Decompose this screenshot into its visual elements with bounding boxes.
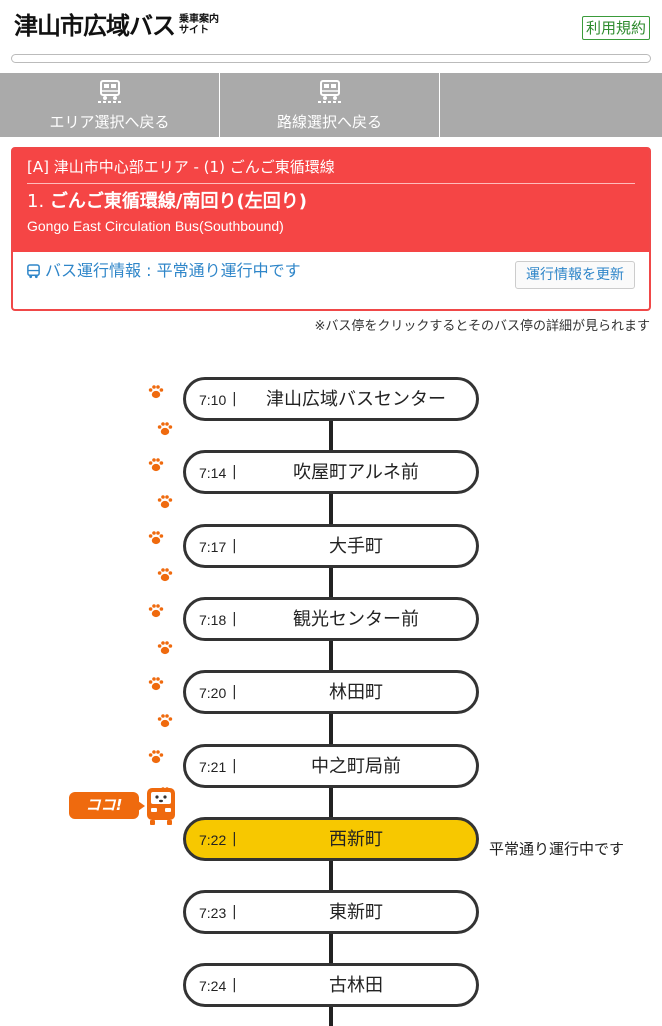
- nav-label: 路線選択へ戻る: [276, 113, 382, 131]
- nav-label: エリア選択へ戻る: [49, 113, 170, 131]
- logo-title: 津山市広域バス: [14, 12, 176, 40]
- route-info-card: [A] 津山市中心部エリア - (1) ごんご東循環線 1. ごんご東循環線/南…: [11, 147, 651, 311]
- current-location-marker: ココ!: [69, 792, 145, 819]
- bus-icon: [97, 80, 122, 103]
- bus-stop-button[interactable]: 7:24 | 古林田: [183, 963, 479, 1007]
- paw-print-icon: [156, 566, 174, 584]
- separator: |: [232, 758, 237, 774]
- stop-name: 林田町: [329, 682, 383, 703]
- nav-empty-slot: [440, 73, 662, 137]
- stop-time: 7:24: [199, 978, 227, 994]
- stop-time: 7:10: [199, 392, 227, 408]
- separator: |: [232, 831, 237, 847]
- paw-print-icon: [156, 712, 174, 730]
- stop-time: 7:23: [199, 905, 227, 921]
- click-hint: ※バス停をクリックするとそのバス停の詳細が見られます: [314, 319, 650, 334]
- separator: |: [232, 391, 237, 407]
- stop-name: 東新町: [329, 902, 383, 923]
- paw-print-icon: [156, 420, 174, 438]
- stop-time: 7:14: [199, 465, 227, 481]
- stop-time: 7:17: [199, 539, 227, 555]
- paw-print-icon: [147, 383, 165, 401]
- separator: |: [232, 904, 237, 920]
- stop-name: 津山広域バスセンター: [266, 389, 446, 410]
- route-header: [A] 津山市中心部エリア - (1) ごんご東循環線 1. ごんご東循環線/南…: [13, 149, 649, 252]
- route-number: 1.: [27, 191, 45, 212]
- logo-subtitle-line-1: 乗車案内: [179, 14, 219, 25]
- stop-name: 吹屋町アルネ前: [293, 462, 419, 483]
- bus-mascot-icon: [147, 788, 175, 825]
- bus-stop-button[interactable]: 7:20 | 林田町: [183, 670, 479, 714]
- logo-subtitle-line-2: サイト: [179, 25, 209, 36]
- bus-stop-button[interactable]: 7:14 | 吹屋町アルネ前: [183, 450, 479, 494]
- paw-print-icon: [147, 529, 165, 547]
- route-line: [329, 418, 333, 1026]
- stop-time: 7:20: [199, 685, 227, 701]
- logo-subtitle: 乗車案内 サイト: [179, 14, 219, 36]
- bus-stop-button[interactable]: 7:23 | 東新町: [183, 890, 479, 934]
- bus-status-icon: [27, 263, 40, 278]
- separator: |: [232, 684, 237, 700]
- header: 津山市広域バス 乗車案内 サイト 利用規約: [0, 0, 662, 56]
- refresh-status-button[interactable]: 運行情報を更新: [515, 261, 635, 289]
- bus-stop-button[interactable]: 7:22 | 西新町: [183, 817, 479, 861]
- separator: |: [232, 464, 237, 480]
- paw-print-icon: [156, 639, 174, 657]
- terms-button[interactable]: 利用規約: [581, 16, 650, 40]
- stop-time: 7:21: [199, 759, 227, 775]
- nav-back-to-area[interactable]: エリア選択へ戻る: [0, 73, 220, 137]
- bus-stop-button[interactable]: 7:10 | 津山広域バスセンター: [183, 377, 479, 421]
- route-name-english: Gongo East Circulation Bus(Southbound): [27, 218, 284, 234]
- stop-name: 中之町局前: [311, 756, 401, 777]
- separator: |: [232, 538, 237, 554]
- paw-print-icon: [147, 456, 165, 474]
- search-bar[interactable]: [11, 54, 651, 63]
- paw-print-icon: [147, 602, 165, 620]
- area-title: [A] 津山市中心部エリア - (1) ごんご東循環線: [27, 157, 635, 184]
- nav-bar: エリア選択へ戻る 路線選択へ戻る: [0, 73, 662, 137]
- stop-name: 古林田: [329, 975, 383, 996]
- stop-name: 西新町: [329, 829, 383, 850]
- stop-name: 大手町: [329, 536, 383, 557]
- separator: |: [232, 611, 237, 627]
- route-title: 1. ごんご東循環線/南回り(左回り): [27, 190, 635, 214]
- stop-time: 7:18: [199, 612, 227, 628]
- bus-stop-button[interactable]: 7:17 | 大手町: [183, 524, 479, 568]
- nav-back-to-route[interactable]: 路線選択へ戻る: [220, 73, 440, 137]
- stop-name: 観光センター前: [293, 609, 419, 630]
- bus-status-text: バス運行情報 : 平常通り運行中です: [45, 261, 301, 280]
- status-row: バス運行情報 : 平常通り運行中です 運行情報を更新: [13, 252, 649, 309]
- site-logo[interactable]: 津山市広域バス 乗車案内 サイト: [14, 12, 219, 40]
- paw-print-icon: [147, 748, 165, 766]
- bus-stop-button[interactable]: 7:18 | 観光センター前: [183, 597, 479, 641]
- bus-status: バス運行情報 : 平常通り運行中です: [26, 261, 301, 281]
- paw-print-icon: [156, 493, 174, 511]
- route-name: ごんご東循環線/南回り(左回り): [49, 191, 307, 212]
- paw-print-icon: [147, 675, 165, 693]
- bus-icon: [317, 80, 342, 103]
- current-stop-status: 平常通り運行中です: [489, 840, 625, 858]
- stop-time: 7:22: [199, 832, 227, 848]
- separator: |: [232, 977, 237, 993]
- bus-stop-button[interactable]: 7:21 | 中之町局前: [183, 744, 479, 788]
